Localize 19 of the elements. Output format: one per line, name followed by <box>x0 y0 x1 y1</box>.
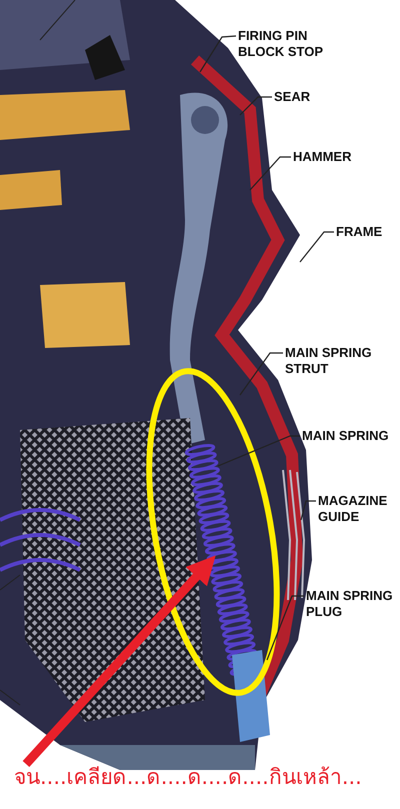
caption-text: จน....เคลียด...ด....ด....ด....กินเหล้า... <box>14 760 362 793</box>
part-label: MAIN SPRING STRUT <box>285 345 385 377</box>
part-label: FRAME <box>336 224 398 240</box>
leader-line <box>266 595 304 660</box>
part-label: MAGAZINE GUIDE <box>318 493 398 525</box>
part-label: SEAR <box>274 89 334 105</box>
part-label: MAIN SPRING <box>302 428 398 444</box>
part-label: HAMMER <box>293 149 373 165</box>
leader-line <box>300 231 334 262</box>
leader-line <box>240 96 272 116</box>
leader-line <box>218 435 300 467</box>
leader-line <box>300 500 316 520</box>
spring-plug <box>232 650 270 742</box>
leader-line <box>240 352 283 396</box>
leader-line <box>200 35 236 72</box>
leader-line <box>250 156 291 190</box>
part-label: FIRING PIN BLOCK STOP <box>238 28 338 60</box>
magazine-guide <box>282 469 305 601</box>
part-label: MAIN SPRING PLUG <box>306 588 396 620</box>
